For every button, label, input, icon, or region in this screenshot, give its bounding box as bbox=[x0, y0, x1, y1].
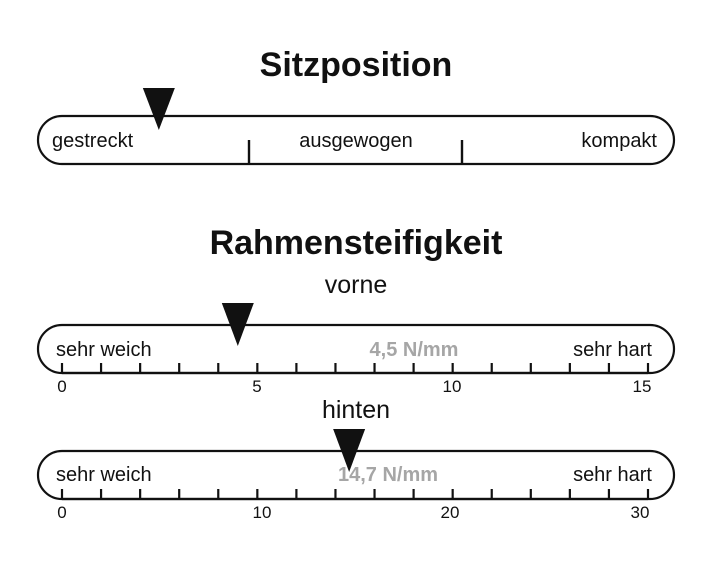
rear-stiffness-label: hinten bbox=[322, 396, 390, 424]
seat-position-marker-icon bbox=[142, 88, 175, 130]
front-stiffness-label: vorne bbox=[325, 271, 388, 299]
rear-stiffness-soft-label: sehr weich bbox=[56, 464, 152, 486]
front-tick-label-10: 10 bbox=[443, 377, 462, 396]
seat-position-label-stretched: gestreckt bbox=[52, 130, 134, 152]
frame-stiffness-title: Rahmensteifigkeit bbox=[210, 224, 503, 262]
seat-position-label-compact: kompakt bbox=[581, 130, 657, 152]
front-stiffness-soft-label: sehr weich bbox=[56, 339, 152, 361]
rear-stiffness-ticks bbox=[60, 489, 650, 499]
front-stiffness-hard-label: sehr hart bbox=[573, 339, 652, 361]
rear-tick-label-10: 10 bbox=[253, 503, 272, 522]
rear-stiffness-value: 14,7 N/mm bbox=[338, 464, 438, 486]
front-stiffness-ticks bbox=[60, 363, 650, 373]
rear-stiffness-hard-label: sehr hart bbox=[573, 464, 652, 486]
rear-tick-label-30: 30 bbox=[631, 503, 650, 522]
seat-position-track bbox=[36, 114, 676, 166]
seat-position-label-balanced: ausgewogen bbox=[299, 130, 412, 152]
rear-stiffness-marker-icon bbox=[333, 429, 366, 472]
seat-position-title: Sitzposition bbox=[260, 46, 453, 84]
front-tick-label-15: 15 bbox=[633, 377, 652, 396]
front-tick-label-5: 5 bbox=[252, 377, 261, 396]
front-tick-label-0: 0 bbox=[57, 377, 66, 396]
front-stiffness-value: 4,5 N/mm bbox=[370, 339, 459, 361]
rear-tick-label-20: 20 bbox=[441, 503, 460, 522]
front-stiffness-marker-icon bbox=[221, 303, 254, 346]
rear-tick-label-0: 0 bbox=[57, 503, 66, 522]
